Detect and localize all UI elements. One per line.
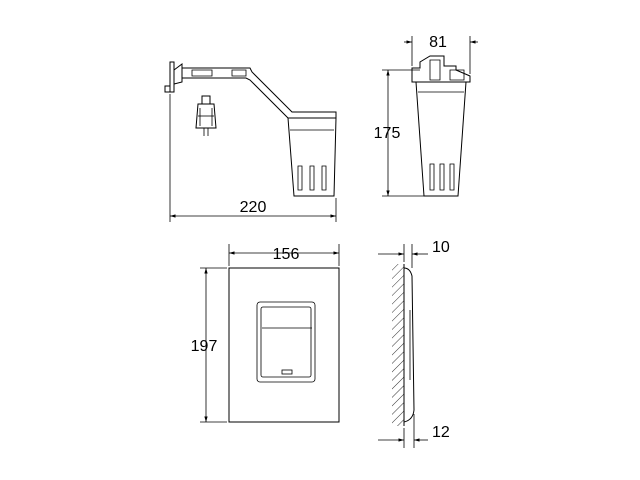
dimension-plate-depth-top: 10 <box>378 239 450 268</box>
flush-plate-side-view <box>392 264 415 426</box>
dimension-plate-depth-bottom: 12 <box>378 414 450 448</box>
dimension-label-175: 175 <box>374 125 401 142</box>
dimension-label-197: 197 <box>191 338 218 355</box>
flush-plate-front-view <box>228 267 340 423</box>
dimension-label-10: 10 <box>432 239 450 256</box>
dimension-plate-width: 156 <box>228 244 340 266</box>
dimension-bracket-width: 220 <box>169 94 337 222</box>
dimension-label-220: 220 <box>240 199 267 216</box>
dimension-label-12: 12 <box>432 424 450 441</box>
dimension-label-156: 156 <box>273 246 300 263</box>
dimension-label-81: 81 <box>429 34 447 51</box>
dimension-plate-height: 197 <box>191 267 227 423</box>
dimension-container-width: 81 <box>404 34 478 74</box>
dimension-container-height: 175 <box>374 69 424 197</box>
container-front-view <box>411 55 471 197</box>
bracket-side-view <box>164 61 337 197</box>
